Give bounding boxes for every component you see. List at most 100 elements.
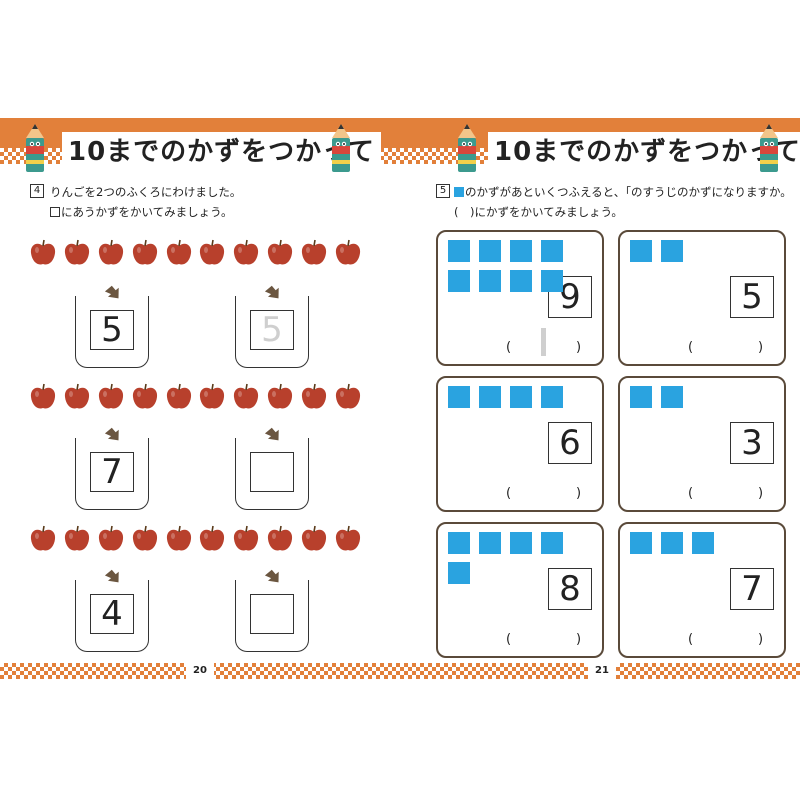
apple-icon — [265, 524, 295, 554]
bag-number: 7 — [90, 452, 134, 492]
down-arrow-icon — [265, 285, 279, 299]
apple-row — [28, 524, 368, 556]
blue-square-icon — [661, 386, 683, 408]
target-number: 8 — [548, 568, 592, 610]
blue-square-icon — [692, 532, 714, 554]
right-page: 10までのかずをつかって 5 のかずがあといくつふえると、「のすうじのかずになり… — [400, 118, 800, 683]
blue-square-icon — [630, 532, 652, 554]
paren-close: ) — [758, 632, 764, 647]
blue-square-icon — [510, 270, 532, 292]
page-number: 20 — [186, 663, 214, 679]
answer-box[interactable] — [250, 594, 294, 634]
counting-card: 9 ( ) — [436, 230, 604, 366]
bag-left: 5 — [75, 285, 149, 368]
paren-close: ) — [758, 486, 764, 501]
apple-icon — [164, 238, 194, 268]
instruction-line-1: のかずがあといくつふえると、「のすうじのかずになりますか。 — [465, 185, 792, 199]
traced-answer — [541, 328, 546, 356]
blue-square-icon — [510, 386, 532, 408]
apple-icon — [265, 238, 295, 268]
question-number: 4 — [30, 184, 44, 198]
apple-icon — [197, 524, 227, 554]
target-number: 7 — [730, 568, 774, 610]
page-title: 10までのかずをつかって — [488, 132, 800, 172]
apple-icon — [265, 382, 295, 412]
counting-card: 5 ( ) — [618, 230, 786, 366]
blue-square-icon — [479, 532, 501, 554]
down-arrow-icon — [265, 427, 279, 441]
counting-card: 6 ( ) — [436, 376, 604, 512]
paren-close: ) — [576, 486, 582, 501]
paren-open: ( — [506, 340, 512, 355]
paren-open: ( — [506, 486, 512, 501]
bag-number: 5 — [90, 310, 134, 350]
down-arrow-icon — [105, 285, 119, 299]
apple-icon — [333, 238, 363, 268]
pencil-character-icon — [332, 124, 350, 172]
blue-square-icon — [661, 532, 683, 554]
blue-square-icon — [479, 240, 501, 262]
blue-square-icon — [448, 270, 470, 292]
pencil-character-icon — [760, 124, 778, 172]
apple-icon — [197, 382, 227, 412]
blue-square-icon — [479, 386, 501, 408]
paren-open: ( — [506, 632, 512, 647]
blank-box-icon — [50, 207, 60, 217]
apple-icon — [130, 382, 160, 412]
blue-square-icon — [630, 240, 652, 262]
apple-icon — [299, 238, 329, 268]
blue-square-icon — [541, 240, 563, 262]
apple-icon — [96, 238, 126, 268]
instruction-line-2: ( )にかずをかいてみましょう。 — [454, 205, 623, 219]
bag-right — [235, 427, 309, 510]
blue-square-icon — [630, 386, 652, 408]
apple-icon — [28, 524, 58, 554]
paren-open: ( — [688, 486, 694, 501]
blue-square-icon — [448, 532, 470, 554]
down-arrow-icon — [265, 569, 279, 583]
target-number: 6 — [548, 422, 592, 464]
down-arrow-icon — [105, 569, 119, 583]
paren-close: ) — [758, 340, 764, 355]
page-number: 21 — [588, 663, 616, 679]
bag-right — [235, 569, 309, 652]
apple-icon — [164, 524, 194, 554]
apple-icon — [96, 382, 126, 412]
apple-icon — [96, 524, 126, 554]
target-number: 3 — [730, 422, 774, 464]
bag-left: 7 — [75, 427, 149, 510]
bag-left: 4 — [75, 569, 149, 652]
question-number: 5 — [436, 184, 450, 198]
header-band: 10までのかずをつかって — [400, 118, 800, 178]
instruction-line-2: にあうかずをかいてみましょう。 — [61, 205, 233, 219]
counting-card: 8 ( ) — [436, 522, 604, 658]
apple-icon — [130, 524, 160, 554]
target-number: 5 — [730, 276, 774, 318]
apple-icon — [62, 382, 92, 412]
apple-icon — [231, 382, 261, 412]
apple-icon — [62, 524, 92, 554]
bag-right: 5 — [235, 285, 309, 368]
apple-icon — [130, 238, 160, 268]
header-band: 10までのかずをつかって — [0, 118, 400, 178]
apple-icon — [333, 382, 363, 412]
blue-square-icon — [448, 562, 470, 584]
target-number: 9 — [548, 276, 592, 318]
apple-icon — [299, 382, 329, 412]
left-page: 10までのかずをつかって 4 りんごを2つのふくろにわけました。 にあうかずをか… — [0, 118, 400, 683]
pencil-character-icon — [458, 124, 476, 172]
page-title: 10までのかずをつかって — [62, 132, 381, 172]
answer-box-traced[interactable]: 5 — [250, 310, 294, 350]
apple-row — [28, 382, 368, 414]
blue-square-icon — [541, 532, 563, 554]
paren-close: ) — [576, 632, 582, 647]
apple-icon — [333, 524, 363, 554]
apple-icon — [197, 238, 227, 268]
blue-square-icon — [541, 386, 563, 408]
apple-icon — [28, 238, 58, 268]
apple-icon — [231, 238, 261, 268]
answer-box[interactable] — [250, 452, 294, 492]
paren-open: ( — [688, 632, 694, 647]
blue-square-icon — [448, 240, 470, 262]
counting-card: 7 ( ) — [618, 522, 786, 658]
